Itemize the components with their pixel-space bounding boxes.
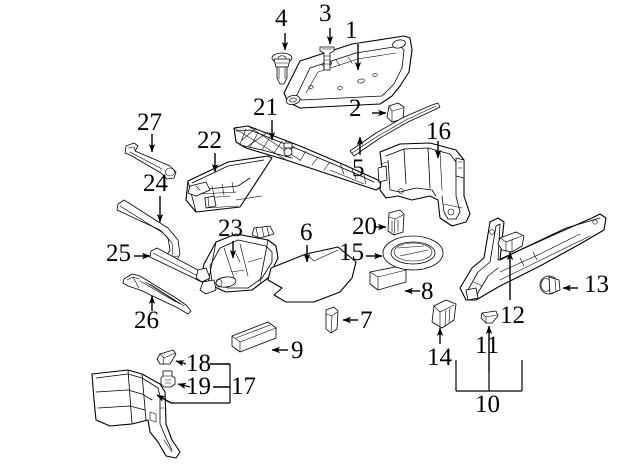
- callout-22[interactable]: 22: [197, 127, 222, 154]
- part-19-stud-fastener: [160, 370, 176, 388]
- callout-6[interactable]: 6: [300, 219, 313, 246]
- callout-16[interactable]: 16: [426, 118, 451, 145]
- leader-lines: [134, 28, 578, 404]
- part-12-retainer-clip-large: [497, 231, 525, 253]
- callout-27[interactable]: 27: [137, 109, 162, 136]
- part-6-cargo-floor-mat: [267, 246, 357, 303]
- part-13-round-grommet-plug: [539, 275, 561, 295]
- part-18-cap-cover: [156, 349, 177, 365]
- part-5-weatherstrip-seal: [349, 102, 441, 157]
- part-7-trim-clip: [325, 306, 339, 334]
- part-4-push-pin-rivet: [271, 52, 293, 85]
- part-10-rear-sill-trim: [459, 213, 607, 301]
- part-14-trim-retainer: [431, 299, 457, 329]
- callout-26[interactable]: 26: [134, 307, 159, 334]
- part-11-retainer-clip-small: [480, 310, 499, 324]
- callout-23[interactable]: 23: [218, 215, 243, 242]
- part-9-foam-block-support: [231, 321, 277, 353]
- part-16-quarter-trim-panel: [377, 142, 471, 227]
- part-23-scissor-jack: [195, 225, 279, 295]
- callout-12[interactable]: 12: [500, 302, 525, 329]
- callout-7[interactable]: 7: [360, 307, 373, 334]
- callout-10[interactable]: 10: [475, 391, 500, 418]
- callout-20[interactable]: 20: [352, 213, 377, 240]
- callout-11[interactable]: 11: [475, 332, 500, 359]
- callout-8[interactable]: 8: [421, 278, 434, 305]
- part-20-retainer-bracket: [387, 209, 405, 236]
- callout-19[interactable]: 19: [186, 373, 211, 400]
- callout-13[interactable]: 13: [584, 271, 609, 298]
- part-22-tool-kit-tray: [185, 155, 273, 213]
- callout-25[interactable]: 25: [106, 240, 131, 267]
- part-27-jack-handle-hook: [124, 142, 177, 180]
- callout-3[interactable]: 3: [319, 0, 332, 27]
- callout-14[interactable]: 14: [427, 344, 452, 371]
- callout-9[interactable]: 9: [291, 337, 304, 364]
- callout-21[interactable]: 21: [253, 94, 278, 121]
- callout-5[interactable]: 5: [352, 155, 365, 182]
- part-15-spare-tire-ring-trim: [382, 235, 444, 271]
- part-8-foam-block-spacer: [369, 265, 407, 291]
- callout-2[interactable]: 2: [349, 95, 362, 122]
- callout-24[interactable]: 24: [143, 170, 168, 197]
- part-26-screwdriver-tool: [122, 273, 192, 315]
- part-3-push-pin-fastener: [319, 46, 335, 71]
- part-17-lower-quarter-trim-assembly: [91, 369, 181, 459]
- callout-1[interactable]: 1: [345, 17, 358, 44]
- callout-18[interactable]: 18: [186, 350, 211, 377]
- callout-17[interactable]: 17: [231, 373, 256, 400]
- callout-4[interactable]: 4: [275, 5, 288, 32]
- callout-15[interactable]: 15: [339, 239, 364, 266]
- part-21-parcel-shelf-brace: [233, 125, 383, 191]
- part-1-parcel-shelf-panel: [283, 35, 413, 109]
